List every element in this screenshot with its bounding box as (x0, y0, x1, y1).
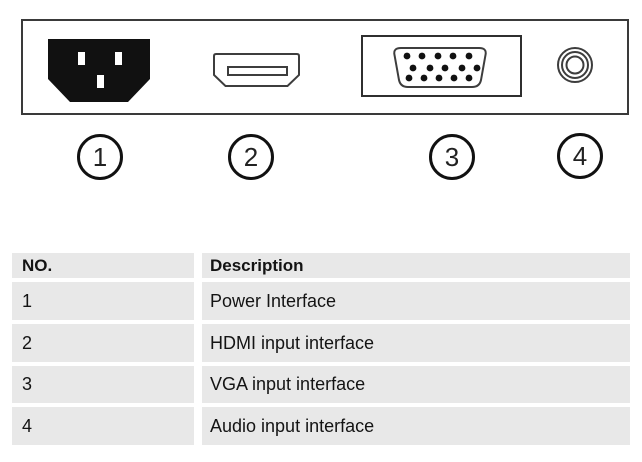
callout-2: 2 (228, 134, 274, 180)
table-row-4-description: Audio input interface (202, 407, 630, 445)
table-row-1-no: 1 (12, 282, 194, 320)
callout-2-number: 2 (243, 142, 259, 172)
table-row-3-description: VGA input interface (202, 366, 630, 403)
audio-jack-icon (557, 47, 593, 83)
callout-1-number: 1 (92, 142, 108, 172)
table-header-no: NO. (12, 253, 194, 278)
table-row-4-no: 4 (12, 407, 194, 445)
rear-panel-diagram (21, 19, 629, 115)
table-row-1-description: Power Interface (202, 282, 630, 320)
callout-1: 1 (77, 134, 123, 180)
callout-3-number: 3 (444, 142, 460, 172)
callout-3: 3 (429, 134, 475, 180)
callout-4: 4 (557, 133, 603, 179)
table-row-3-no: 3 (12, 366, 194, 403)
callout-4-number: 4 (572, 141, 588, 171)
interface-description-table: NO. Description 1 Power Interface 2 HDMI… (12, 253, 630, 445)
hdmi-port-icon (213, 53, 300, 87)
table-header-description: Description (202, 253, 630, 278)
power-inlet-icon (48, 39, 150, 102)
table-row-2-description: HDMI input interface (202, 324, 630, 362)
vga-port-icon (361, 35, 522, 97)
table-row-2-no: 2 (12, 324, 194, 362)
